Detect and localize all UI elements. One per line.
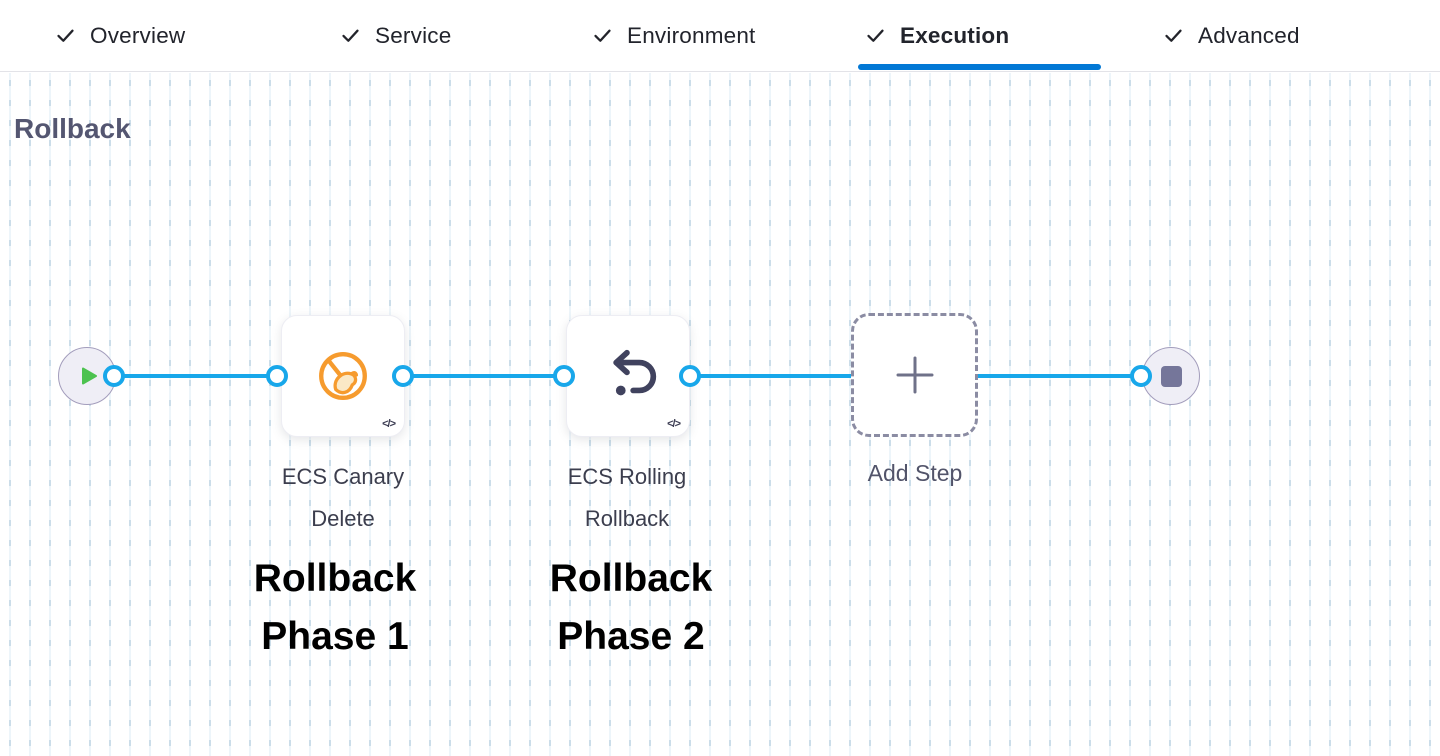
step-label-ecs-canary-delete: ECS Canary Delete	[281, 464, 405, 531]
tab-advanced[interactable]: Advanced	[1163, 0, 1300, 71]
step-node-ecs-canary-delete[interactable]: </>	[281, 315, 405, 437]
stop-icon	[1160, 365, 1182, 387]
tab-environment[interactable]: Environment	[592, 0, 756, 71]
canary-delete-icon	[319, 352, 367, 400]
check-icon	[57, 29, 74, 42]
code-badge: </>	[667, 418, 681, 430]
connector-endpoint	[1130, 365, 1152, 387]
add-step-button[interactable]	[851, 313, 978, 437]
step-label-ecs-rolling-rollback: ECS Rolling Rollback	[567, 464, 687, 531]
rolling-rollback-icon	[613, 349, 657, 396]
code-badge: </>	[382, 418, 396, 430]
tab-execution[interactable]: Execution	[865, 0, 1009, 71]
tab-overview[interactable]: Overview	[55, 0, 185, 71]
connector-endpoint	[679, 365, 701, 387]
connector-endpoint	[266, 365, 288, 387]
check-icon	[342, 29, 359, 42]
section-title: Rollback	[14, 113, 131, 144]
pipeline-canvas: Rollback </> </>	[0, 73, 1440, 756]
add-step-label: Add Step	[867, 460, 963, 486]
connector-endpoint	[103, 365, 125, 387]
annotation-rollback-phase-2: Rollback Phase 2	[549, 557, 713, 658]
tab-label: Overview	[90, 22, 186, 48]
tab-label: Environment	[627, 22, 756, 48]
active-tab-underline	[858, 64, 1101, 70]
tab-label: Service	[375, 22, 452, 48]
tab-service[interactable]: Service	[340, 0, 451, 71]
check-icon	[594, 29, 611, 42]
tab-label: Advanced	[1198, 22, 1300, 48]
plus-icon	[896, 356, 933, 394]
annotation-rollback-phase-1: Rollback Phase 1	[253, 557, 417, 658]
connector-endpoint	[392, 365, 414, 387]
tab-label: Execution	[900, 22, 1010, 48]
play-icon	[82, 367, 97, 385]
check-icon	[867, 29, 884, 42]
wizard-tab-bar: Overview Service Environment Execution A…	[0, 0, 1440, 72]
dot-grid-background	[0, 73, 1440, 756]
step-node-ecs-rolling-rollback[interactable]: </>	[566, 315, 690, 437]
connector-endpoint	[553, 365, 575, 387]
check-icon	[1165, 29, 1182, 42]
